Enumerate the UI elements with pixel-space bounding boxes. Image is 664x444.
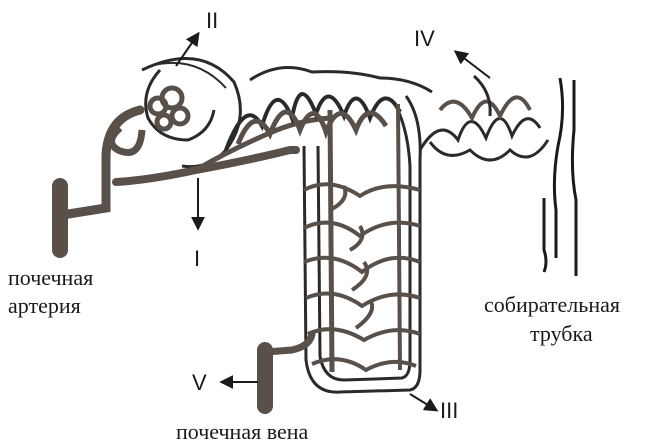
- loop-of-henle: [304, 96, 420, 392]
- label-collecting-duct-line1: собирательная: [484, 293, 620, 317]
- label-renal-artery-line1: почечная: [8, 266, 93, 290]
- marker-V: V: [192, 372, 207, 394]
- arrow-III: [410, 394, 436, 410]
- marker-II: II: [206, 10, 218, 32]
- arrow-II: [176, 34, 198, 66]
- label-renal-artery-line2: артерия: [8, 294, 81, 318]
- distal-tubule: [420, 76, 548, 160]
- peritubular-capillaries: [304, 184, 420, 370]
- arrow-IV: [456, 52, 490, 78]
- renal-vein: [257, 334, 312, 414]
- marker-III: III: [440, 400, 458, 422]
- marker-I: I: [194, 248, 200, 270]
- marker-IV: IV: [414, 28, 435, 50]
- glomerulus: [150, 88, 188, 129]
- label-renal-vein: почечная вена: [176, 420, 308, 444]
- label-collecting-duct-line2: трубка: [530, 322, 593, 346]
- collecting-duct: [544, 78, 576, 276]
